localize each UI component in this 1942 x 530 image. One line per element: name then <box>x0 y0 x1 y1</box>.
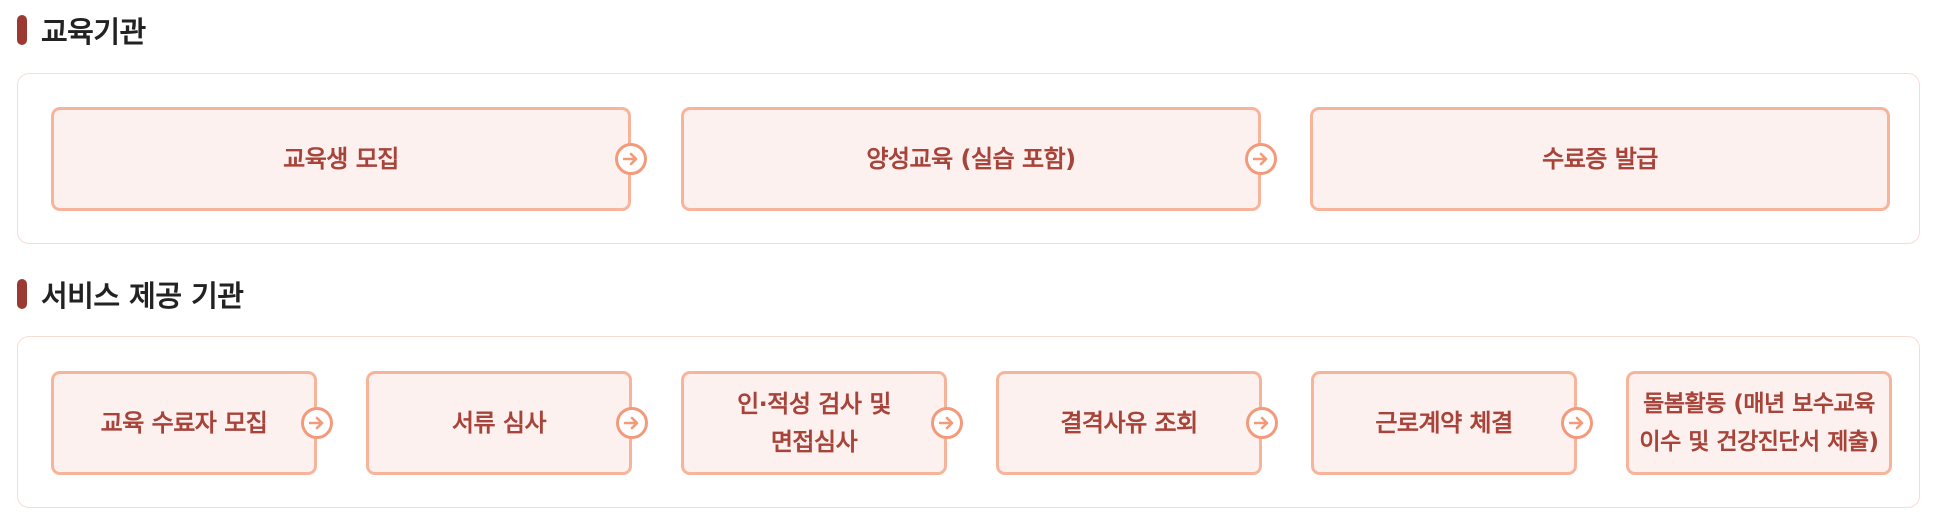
arrow-right-circle-icon <box>931 407 963 439</box>
flow-step-document-review: 서류 심사 <box>366 371 632 475</box>
arrow-right-circle-icon <box>616 407 648 439</box>
arrow-right-circle-icon <box>1561 407 1593 439</box>
flow-step-label: 근로계약 체결 <box>1375 409 1513 437</box>
flow-step-label: 교육 수료자 모집 <box>100 409 268 437</box>
flow-step-label: 결격사유 조회 <box>1060 409 1198 437</box>
title-accent-bar <box>17 15 27 45</box>
arrow-right-circle-icon <box>615 143 647 175</box>
title-accent-bar <box>17 279 27 309</box>
section-title-text: 서비스 제공 기관 <box>41 279 244 313</box>
flow-step-employment-contract: 근로계약 체결 <box>1311 371 1577 475</box>
flow-step-label: 돌봄활동 (매년 보수교육 이수 및 건강진단서 제출) <box>1639 391 1879 455</box>
flow-step-disqualification-check: 결격사유 조회 <box>996 371 1262 475</box>
section-title-text: 교육기관 <box>41 15 146 49</box>
flow-step-care-activities: 돌봄활동 (매년 보수교육 이수 및 건강진단서 제출) <box>1626 371 1892 475</box>
flow-step-label: 수료증 발급 <box>1542 145 1658 173</box>
flow-step-label: 서류 심사 <box>451 409 547 437</box>
section-title-education-institution: 교육기관 <box>17 12 146 49</box>
section-title-service-provider: 서비스 제공 기관 <box>17 276 244 313</box>
flow-step-label: 교육생 모집 <box>283 145 399 173</box>
flow-step-issue-certificate: 수료증 발급 <box>1310 107 1890 211</box>
arrow-right-circle-icon <box>1246 407 1278 439</box>
flow-step-recruit-trainees: 교육생 모집 <box>51 107 631 211</box>
arrow-right-circle-icon <box>301 407 333 439</box>
flow-step-recruit-graduates: 교육 수료자 모집 <box>51 371 317 475</box>
flow-step-label: 양성교육 (실습 포함) <box>866 145 1076 173</box>
service-provider-flow-panel: 교육 수료자 모집 서류 심사 인·적성 검사 및 면접심사 결격사유 조회 근… <box>17 336 1920 508</box>
arrow-right-circle-icon <box>1245 143 1277 175</box>
flow-step-label: 인·적성 검사 및 면접심사 <box>737 390 891 456</box>
education-institution-flow-panel: 교육생 모집 양성교육 (실습 포함) 수료증 발급 <box>17 73 1920 244</box>
flow-step-training-with-practicum: 양성교육 (실습 포함) <box>681 107 1261 211</box>
flow-step-aptitude-test-and-interview: 인·적성 검사 및 면접심사 <box>681 371 947 475</box>
